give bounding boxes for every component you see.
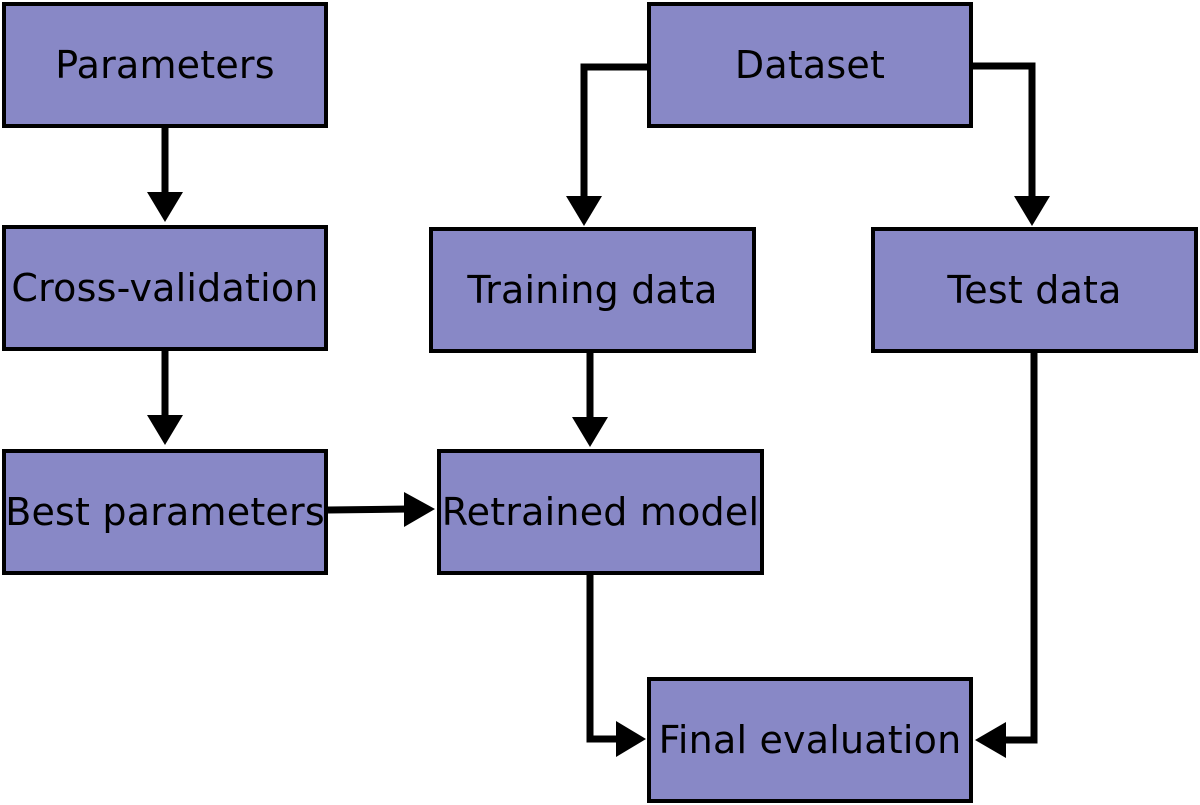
node-final-evaluation: Final evaluation (647, 677, 973, 803)
edge-test-data-to-final-evaluation (975, 353, 1038, 758)
node-label: Cross-validation (11, 266, 319, 310)
edge-training-data-to-retrained-model (572, 353, 608, 447)
node-label: Retrained model (441, 490, 760, 534)
node-label: Test data (947, 268, 1122, 312)
node-parameters: Parameters (2, 2, 328, 128)
node-cross-validation: Cross-validation (2, 225, 328, 351)
node-label: Dataset (734, 43, 886, 87)
node-label: Parameters (55, 43, 275, 87)
node-dataset: Dataset (647, 2, 973, 128)
edge-retrained-model-to-final-evaluation (586, 575, 646, 757)
node-label: Final evaluation (658, 718, 962, 762)
node-test-data: Test data (871, 227, 1198, 353)
node-best-parameters: Best parameters (2, 449, 328, 575)
edge-dataset-to-training-data (566, 63, 647, 226)
edge-dataset-to-test-data (973, 62, 1050, 226)
node-label: Training data (467, 268, 718, 312)
node-label: Best parameters (5, 490, 325, 534)
edge-parameters-to-cross-validation (147, 128, 183, 222)
node-retrained-model: Retrained model (437, 449, 764, 575)
edge-cross-validation-to-best-parameters (147, 351, 183, 445)
node-training-data: Training data (429, 227, 756, 353)
edge-best-parameters-to-retrained-model (327, 492, 435, 527)
